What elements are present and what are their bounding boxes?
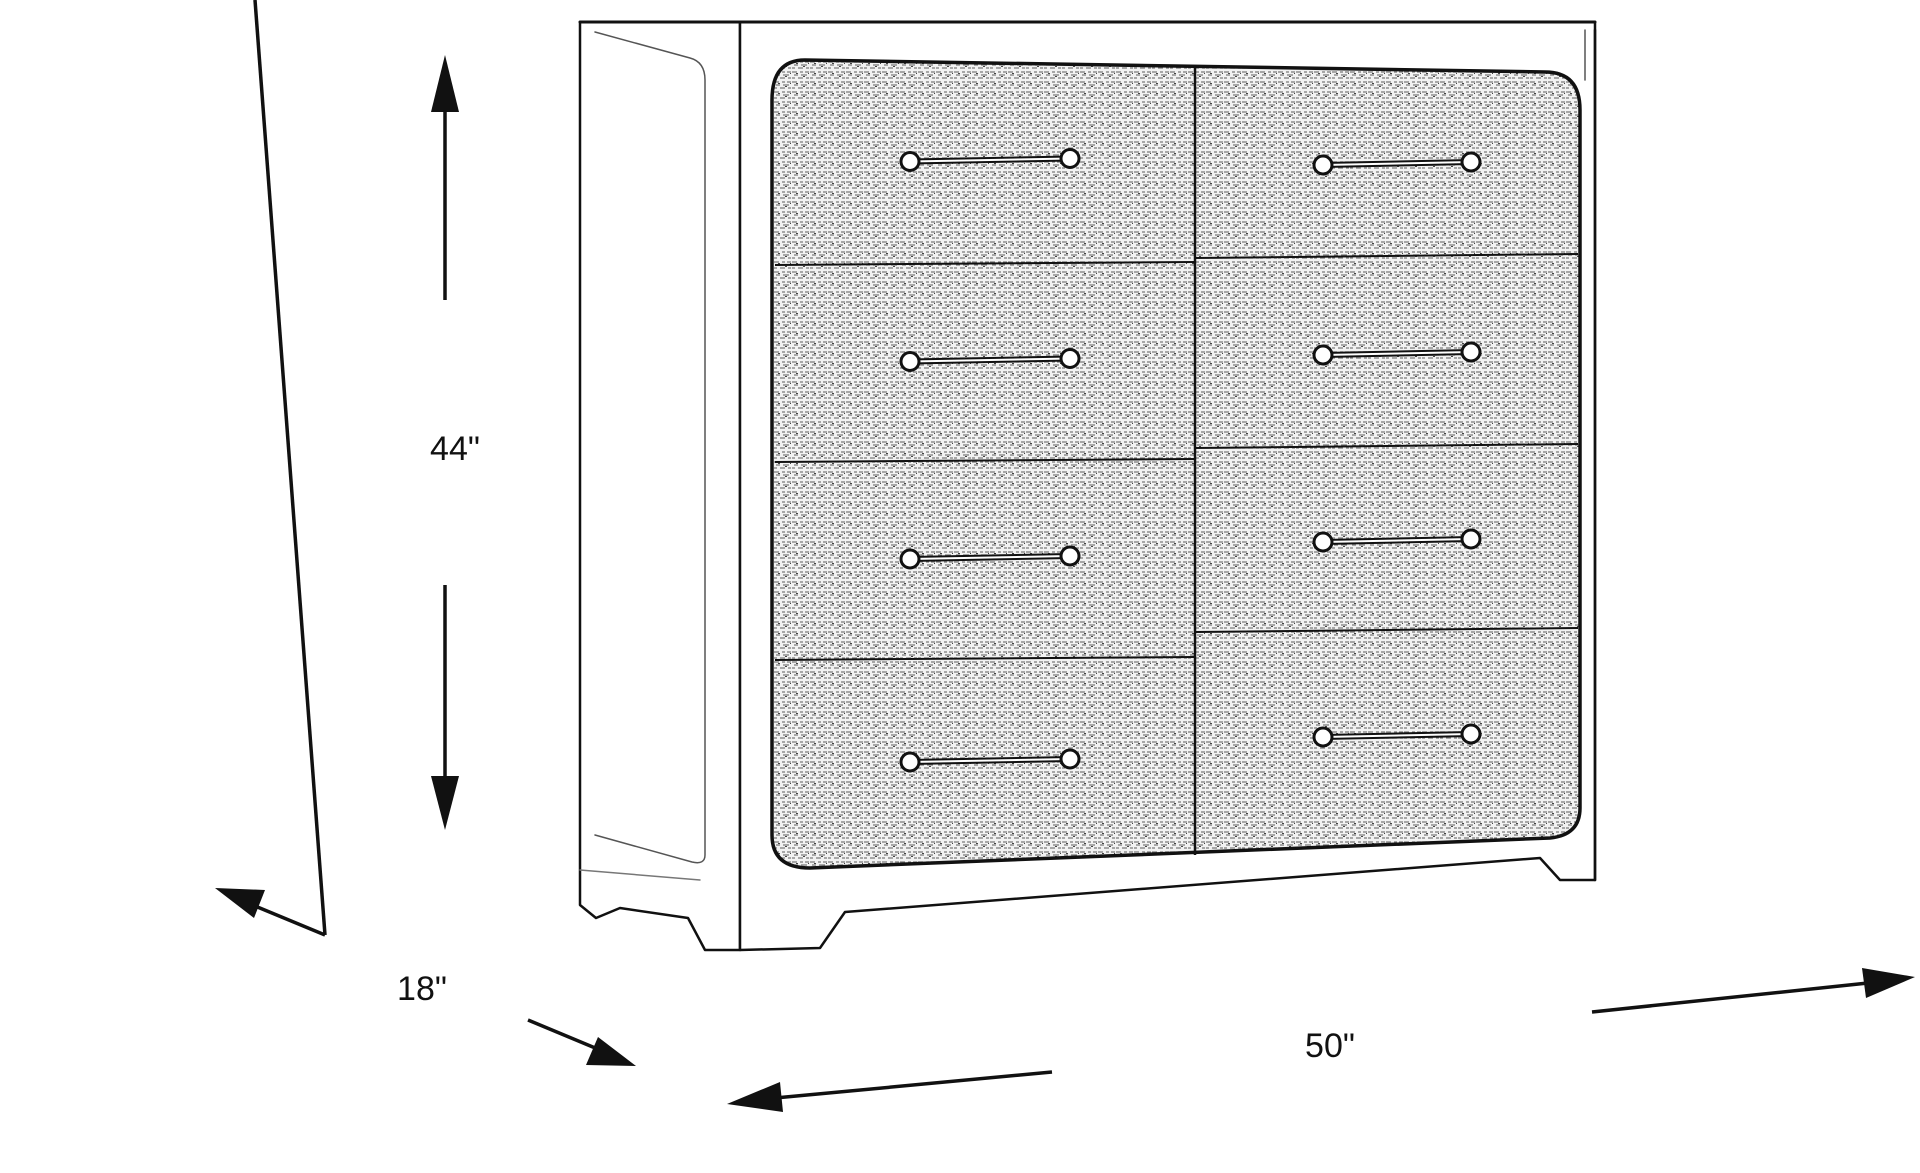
drawer-pull-highlight-5 <box>909 555 1071 560</box>
height-arrow-top-head <box>431 55 459 112</box>
width-arrow-left-head <box>727 1082 783 1112</box>
width-arrow-right-head <box>1862 968 1915 998</box>
dresser-side-panel <box>578 20 742 952</box>
drawer-pull-highlight-4 <box>1322 351 1472 356</box>
drawer-pull-knob-right-4 <box>1460 341 1482 363</box>
drawer-pull-highlight-7 <box>909 758 1071 763</box>
drawer-pull-highlight-8 <box>1322 733 1472 738</box>
width-arrow-right-shaft <box>1591 981 1869 1014</box>
depth-arrow-lower-shaft <box>527 1018 601 1052</box>
drawer-row-divider-right <box>1194 253 1579 259</box>
drawer-row-divider-right <box>1194 443 1579 449</box>
drawer-pull-highlight-6 <box>1322 538 1472 543</box>
drawer-pull-knob-right-5 <box>1059 545 1081 567</box>
drawer-pull-knob-right-2 <box>1460 151 1482 173</box>
drawer-pull-knob-left-4 <box>1312 344 1334 366</box>
drawer-pull-knob-right-7 <box>1059 748 1081 770</box>
drawer-pull-knob-left-5 <box>899 548 921 570</box>
drawer-pull-highlight-2 <box>1322 161 1472 166</box>
drawer-pull-highlight-1 <box>909 157 1071 163</box>
depth-arrow-upper-shaft <box>253 0 327 936</box>
dresser-side-kick <box>579 869 701 881</box>
drawer-row-divider-left <box>774 261 1196 266</box>
depth-arrow-upper-head <box>215 888 265 918</box>
height-dimension-label: 44" <box>430 430 480 468</box>
drawer-pull-highlight-3 <box>909 357 1071 363</box>
drawer-pull-knob-right-3 <box>1059 348 1081 369</box>
drawer-pull-knob-left-8 <box>1312 726 1334 748</box>
drawer-pull-knob-left-3 <box>899 351 921 372</box>
drawer-pull-knob-left-1 <box>899 151 921 172</box>
width-arrow-left-shaft <box>774 1070 1053 1100</box>
drawer-row-divider-right <box>1194 627 1579 633</box>
dimension-arrows <box>215 0 1915 1112</box>
dresser-side-inset <box>594 31 706 864</box>
dresser-drawing <box>578 20 1597 952</box>
drawer-row-divider-left <box>774 458 1196 463</box>
depth-arrow-lower-head <box>586 1037 636 1066</box>
drawer-bay-border <box>770 58 1582 870</box>
depth-arrow-upper-shaft-line <box>254 904 326 937</box>
drawer-pull-knob-left-6 <box>1312 531 1334 553</box>
drawer-pull-knob-left-7 <box>899 751 921 773</box>
width-dimension-label: 50" <box>1305 1027 1355 1065</box>
depth-dimension-label: 18" <box>397 970 447 1008</box>
drawer-pull-knob-right-8 <box>1460 723 1482 745</box>
drawer-pull-knob-right-6 <box>1460 528 1482 550</box>
drawer-pull-knob-left-2 <box>1312 154 1334 176</box>
drawer-grid <box>774 66 1579 855</box>
height-arrow-bottom-head <box>431 776 459 830</box>
drawer-row-divider-left <box>774 656 1196 661</box>
drawer-pull-knob-right-1 <box>1059 148 1081 169</box>
